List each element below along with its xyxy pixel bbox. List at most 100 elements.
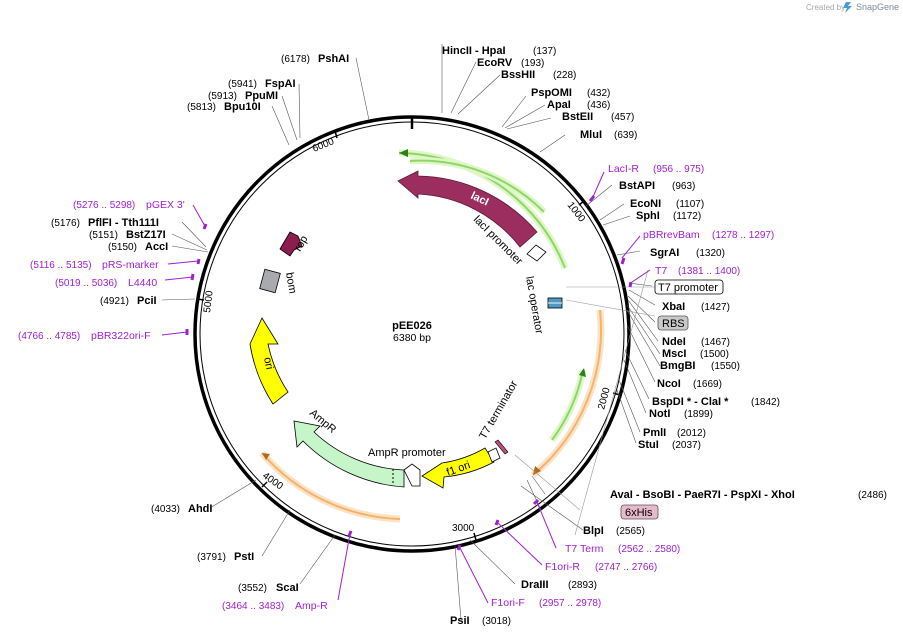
site-hincii[interactable]: HincII - HpaI (137) — [442, 45, 556, 57]
svg-text:pRS-marker: pRS-marker — [102, 259, 159, 271]
ampr-feature-arrow[interactable] — [293, 420, 405, 488]
rbs-box[interactable]: RBS — [657, 315, 689, 331]
svg-text:(1467): (1467) — [701, 337, 730, 348]
t7-terminator-mark — [494, 439, 509, 455]
site-ncoi[interactable]: NcoI (1669) — [657, 378, 722, 390]
ampr-promoter-label: AmpR promoter — [368, 447, 446, 459]
svg-text:(2486): (2486) — [858, 490, 887, 501]
svg-text:F1ori-F: F1ori-F — [491, 597, 525, 609]
orf-orange-right — [530, 309, 605, 478]
backbone-tick-5000: 5000 — [196, 290, 216, 314]
svg-text:F1ori-R: F1ori-R — [545, 561, 580, 573]
f1-ori-promoter-arrow — [487, 447, 501, 463]
his6-box[interactable]: 6xHis — [620, 504, 659, 520]
site-ndei[interactable]: NdeI (1467) — [662, 336, 730, 348]
ori-feature-arrow[interactable] — [249, 317, 289, 405]
primer-pgex3[interactable]: (5276 .. 5298) pGEX 3' — [73, 199, 185, 211]
svg-text:(1278 .. 1297): (1278 .. 1297) — [712, 230, 774, 241]
site-msci[interactable]: MscI (1500) — [662, 348, 729, 360]
site-stui[interactable]: StuI (2037) — [638, 439, 701, 451]
svg-text:PsiI: PsiI — [450, 615, 470, 627]
site-bmgbi[interactable]: BmgBI (1550) — [660, 360, 740, 372]
svg-text:3000: 3000 — [452, 523, 475, 534]
svg-text:BmgBI: BmgBI — [660, 360, 695, 372]
primer-laci-r[interactable]: LacI-R (956 .. 975) — [608, 163, 704, 175]
primer-pbrrevbam[interactable]: pBRrevBam (1278 .. 1297) — [643, 229, 774, 241]
primer-f1ori-r[interactable]: F1ori-R (2747 .. 2766) — [545, 561, 657, 573]
site-scai[interactable]: (3552) ScaI — [238, 582, 299, 594]
primer-l4440[interactable]: (5019 .. 5036) L4440 — [55, 277, 157, 289]
svg-text:PmlI: PmlI — [643, 427, 666, 439]
site-apai[interactable]: ApaI (436) — [547, 99, 610, 111]
svg-text:pBRrevBam: pBRrevBam — [643, 229, 700, 241]
site-avai[interactable]: AvaI - BsoBI - PaeR7I - PspXI - XhoI (24… — [610, 489, 887, 501]
site-bsteii[interactable]: BstEII (457) — [562, 111, 634, 123]
svg-text:ApaI: ApaI — [547, 99, 571, 111]
site-pcii[interactable]: (4921) PciI — [100, 295, 157, 307]
svg-text:(436): (436) — [587, 100, 610, 111]
lac-operator-label: lac operator — [523, 275, 545, 335]
f1-ori-arrow[interactable] — [421, 447, 495, 489]
svg-text:(432): (432) — [587, 88, 610, 99]
svg-text:5000: 5000 — [202, 290, 216, 314]
svg-text:(3018): (3018) — [482, 616, 511, 627]
site-pflfi[interactable]: (5176) PflFI - Tth111I — [51, 217, 159, 229]
primer-t7[interactable]: T7 (1381 .. 1400) — [655, 265, 740, 277]
site-pspomi[interactable]: PspOMI (432) — [531, 87, 610, 99]
site-bpu10i[interactable]: (5813) Bpu10I — [187, 101, 261, 113]
site-ecorv[interactable]: EcoRV (193) — [477, 57, 544, 69]
site-fspai[interactable]: (5941) FspAI — [228, 78, 296, 90]
primer-pbr322ori-f[interactable]: (4766 .. 4785) pBR322ori-F — [18, 330, 151, 342]
site-psii[interactable]: PsiI (3018) — [450, 615, 511, 627]
site-blpi[interactable]: BlpI (2565) — [583, 525, 645, 537]
t7-terminator-label: T7 terminator — [477, 379, 520, 442]
svg-text:AhdI: AhdI — [188, 503, 212, 515]
site-psti[interactable]: (3791) PstI — [197, 551, 254, 563]
svg-text:(2747 .. 2766): (2747 .. 2766) — [595, 562, 657, 573]
svg-text:PshAI: PshAI — [318, 53, 349, 65]
primer-f1ori-f[interactable]: F1ori-F (2957 .. 2978) — [491, 597, 601, 609]
ampr-promoter-arrow — [403, 463, 421, 487]
svg-text:(3791): (3791) — [197, 552, 226, 563]
created-by-text: Created by — [806, 3, 845, 12]
site-bsshii[interactable]: BssHII (228) — [501, 69, 576, 81]
primer-amp-r[interactable]: (3464 .. 3483) Amp-R — [222, 600, 328, 612]
svg-text:RBS: RBS — [662, 318, 685, 330]
laci-feature-arrow[interactable] — [397, 170, 538, 248]
site-draiii[interactable]: DraIII (2893) — [521, 579, 597, 591]
bom-label: bom — [283, 271, 299, 294]
svg-text:SgrAI: SgrAI — [650, 247, 679, 259]
site-acci[interactable]: (5150) AccI — [108, 241, 168, 253]
svg-text:(1500): (1500) — [700, 349, 729, 360]
svg-text:PciI: PciI — [137, 295, 157, 307]
site-bstapi[interactable]: BstAPI (963) — [619, 180, 695, 192]
svg-text:BstAPI: BstAPI — [619, 180, 655, 192]
svg-text:(4766 .. 4785): (4766 .. 4785) — [18, 331, 80, 342]
svg-text:PpuMI: PpuMI — [245, 90, 278, 102]
svg-text:(963): (963) — [672, 181, 695, 192]
site-bstz17i[interactable]: (5151) BstZ17I — [89, 229, 166, 241]
t7-promoter-box[interactable]: T7 promoter — [654, 279, 724, 295]
primer-prs-marker[interactable]: (5116 .. 5135) pRS-marker — [30, 259, 159, 271]
svg-text:Amp-R: Amp-R — [295, 600, 328, 612]
site-pmli[interactable]: PmlI (2012) — [643, 427, 706, 439]
site-pshai[interactable]: (6178) PshAI — [281, 53, 349, 65]
ori-label: ori — [261, 356, 275, 370]
site-ahdi[interactable]: (4033) AhdI — [151, 503, 212, 515]
site-sphi[interactable]: SphI (1172) — [636, 210, 701, 222]
site-ppumi[interactable]: (5913) PpuMI — [208, 90, 278, 102]
snapgene-logo-icon — [843, 2, 852, 13]
primer-t7-term[interactable]: T7 Term (2562 .. 2580) — [565, 543, 680, 555]
svg-text:(2957 .. 2978): (2957 .. 2978) — [539, 598, 601, 609]
svg-text:(4921): (4921) — [100, 296, 129, 307]
svg-text:T7: T7 — [655, 265, 667, 277]
svg-text:StuI: StuI — [638, 439, 659, 451]
svg-text:BstZ17I: BstZ17I — [126, 229, 166, 241]
site-bspdi[interactable]: BspDI * - ClaI * (1842) — [652, 396, 780, 408]
svg-text:(1842): (1842) — [751, 397, 780, 408]
site-xbai[interactable]: XbaI (1427) — [662, 301, 730, 313]
site-mlui[interactable]: MluI (639) — [580, 129, 637, 141]
site-econi[interactable]: EcoNI (1107) — [630, 198, 704, 210]
site-sgrai[interactable]: SgrAI (1320) — [650, 247, 725, 259]
site-noti[interactable]: NotI (1899) — [649, 408, 713, 420]
